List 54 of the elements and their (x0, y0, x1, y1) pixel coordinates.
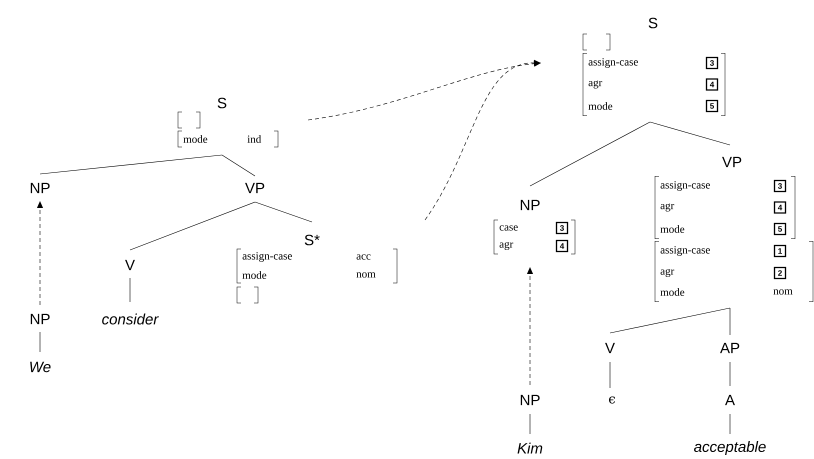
feature-name: assign-case (660, 181, 710, 191)
boxed-tag: 4 (556, 240, 568, 252)
feature-name: mode (242, 271, 266, 279)
feature-name: assign-case (660, 246, 710, 256)
word-label: Kim (518, 442, 542, 454)
boxed-tag: 2 (774, 266, 786, 280)
category-label: NP (520, 200, 540, 210)
feature-name: assign-case (242, 252, 292, 262)
category-label: VP (245, 182, 264, 194)
category-label: NP (30, 182, 50, 194)
tree-branch (130, 202, 256, 250)
feature-name: mode (183, 135, 208, 143)
tree-branch (222, 154, 256, 176)
boxed-tag: 3 (706, 56, 718, 70)
category-label: S (648, 18, 658, 28)
feature-name: assign-case (588, 58, 638, 68)
word-label: consider (102, 314, 159, 325)
category-label: A (725, 394, 735, 406)
boxed-tag: 1 (774, 244, 786, 258)
feature-value: nom (773, 289, 793, 295)
tree-branch (40, 154, 222, 174)
feature-name: agr (500, 242, 514, 250)
empty-symbol: ϵ (609, 396, 616, 404)
feature-name: mode (660, 225, 684, 233)
feature-name: agr (588, 80, 602, 88)
category-label: S (218, 98, 226, 108)
feature-name: case (500, 225, 518, 231)
feature-name: mode (660, 288, 684, 296)
feature-name: agr (660, 269, 674, 277)
feature-name: agr (660, 204, 674, 212)
boxed-tag: 3 (774, 180, 786, 192)
boxed-tag: 5 (706, 100, 718, 112)
boxed-tag: 3 (556, 222, 568, 234)
category-label: NP (30, 314, 50, 324)
feature-value: ind (247, 135, 262, 143)
word-label: We (30, 362, 51, 372)
tree-branch (254, 202, 312, 222)
category-label: NP (520, 394, 540, 406)
boxed-tag: 5 (774, 222, 786, 236)
tree-branch (530, 122, 650, 186)
tree-branch (610, 308, 730, 334)
word-label: acceptable (694, 441, 766, 455)
category-label: S* (304, 234, 320, 246)
feature-name: mode (588, 102, 612, 110)
tree-branch (650, 122, 730, 146)
feature-value: acc (356, 254, 371, 260)
dashed-arrow (424, 60, 541, 220)
boxed-tag: 4 (774, 201, 786, 214)
category-label: VP (722, 156, 742, 168)
category-label: AP (720, 342, 740, 354)
category-label: V (125, 260, 135, 270)
boxed-tag: 4 (706, 78, 718, 91)
feature-value: nom (356, 272, 376, 278)
category-label: V (605, 342, 615, 354)
